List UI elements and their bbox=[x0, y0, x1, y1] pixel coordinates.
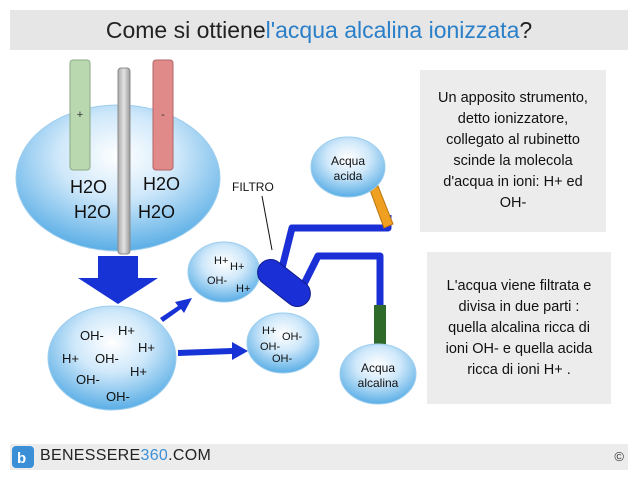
ion-label: H+ bbox=[138, 340, 155, 355]
ion-label: H+ bbox=[262, 325, 276, 337]
ion-label: OH- bbox=[282, 331, 303, 343]
lower-ion-drop bbox=[246, 312, 320, 374]
title-question-mark: ? bbox=[519, 16, 533, 43]
page-title: Come si ottiene l'acqua alcalina ionizza… bbox=[10, 10, 628, 50]
ion-label: H+ bbox=[62, 351, 79, 366]
negative-electrode-label: - bbox=[161, 109, 165, 121]
brand-domain: .COM bbox=[168, 447, 212, 464]
ion-label: OH- bbox=[95, 351, 119, 366]
info-line: detto ionizzatore, bbox=[457, 111, 569, 127]
ion-label: H+ bbox=[230, 261, 244, 273]
h2o-label: H2O bbox=[138, 202, 175, 222]
alkaline-pipe bbox=[296, 252, 384, 305]
ion-label: OH- bbox=[76, 372, 100, 387]
brand-number: 360 bbox=[140, 447, 169, 464]
filter-label: FILTRO bbox=[232, 180, 274, 194]
acid-water-drop bbox=[310, 136, 386, 198]
ion-label: OH- bbox=[272, 353, 293, 365]
ionization-diagram: + - H2O H2O H2O H2O OH- H+ H+ H+ OH- OH-… bbox=[15, 59, 417, 411]
ion-label: H+ bbox=[236, 283, 250, 295]
acid-pipe bbox=[278, 215, 392, 269]
arrow-to-upper-drop bbox=[160, 298, 192, 322]
brand-part: BENESSERE bbox=[40, 447, 141, 464]
copyright-symbol: © bbox=[614, 449, 624, 464]
info-line: OH- bbox=[499, 195, 527, 211]
down-arrow bbox=[78, 256, 158, 304]
ion-label: OH- bbox=[260, 341, 281, 353]
title-text: Come si ottiene bbox=[105, 16, 266, 43]
negative-electrode bbox=[152, 59, 174, 171]
ion-label: OH- bbox=[80, 328, 104, 343]
brand-name[interactable]: BENESSERE360.COM bbox=[40, 447, 211, 465]
title-highlight: l'acqua alcalina ionizzata bbox=[265, 16, 520, 43]
info-box-filter: L'acqua viene filtrata e divisa in due p… bbox=[427, 252, 611, 404]
info-line: divisa in due parti : bbox=[458, 298, 580, 315]
svg-text:b: b bbox=[17, 450, 26, 467]
info-line: ioni OH- e quella acida bbox=[445, 340, 593, 357]
ion-label: H+ bbox=[130, 364, 147, 379]
filter bbox=[257, 259, 311, 307]
positive-electrode bbox=[69, 59, 91, 171]
alkaline-water-drop bbox=[339, 343, 417, 405]
brand-logo-icon: b bbox=[12, 446, 34, 468]
alkaline-tube bbox=[374, 305, 386, 345]
positive-electrode-label: + bbox=[77, 109, 83, 121]
alkaline-water-label: alcalina bbox=[358, 376, 399, 390]
arrow-to-lower-drop bbox=[178, 342, 248, 360]
acid-water-label: Acqua bbox=[331, 154, 365, 168]
info-line: d'acqua in ioni: H+ ed bbox=[443, 174, 583, 190]
acid-tube bbox=[369, 185, 394, 229]
info-line: Un apposito strumento, bbox=[438, 90, 588, 106]
acid-water-label: acida bbox=[334, 169, 363, 183]
info-line: L'acqua viene filtrata e bbox=[446, 277, 592, 294]
ion-label: OH- bbox=[207, 275, 228, 287]
info-line: quella alcalina ricca di bbox=[448, 319, 590, 336]
center-rod bbox=[117, 67, 131, 255]
ion-label: H+ bbox=[214, 255, 228, 267]
h2o-label: H2O bbox=[74, 202, 111, 222]
ion-label: H+ bbox=[118, 323, 135, 338]
footer bbox=[10, 444, 628, 470]
info-line: ricca di ioni H+ . bbox=[467, 361, 571, 378]
info-line: collegato al rubinetto bbox=[446, 132, 580, 148]
h2o-label: H2O bbox=[143, 174, 180, 194]
ionized-water-drop bbox=[47, 305, 177, 411]
info-line: scinde la molecola bbox=[453, 153, 573, 169]
info-box-ionizer: Un apposito strumento, detto ionizzatore… bbox=[420, 70, 606, 232]
filter-pointer bbox=[261, 195, 273, 251]
ion-label: OH- bbox=[106, 389, 130, 404]
h2o-label: H2O bbox=[70, 177, 107, 197]
alkaline-water-label: Acqua bbox=[361, 361, 395, 375]
